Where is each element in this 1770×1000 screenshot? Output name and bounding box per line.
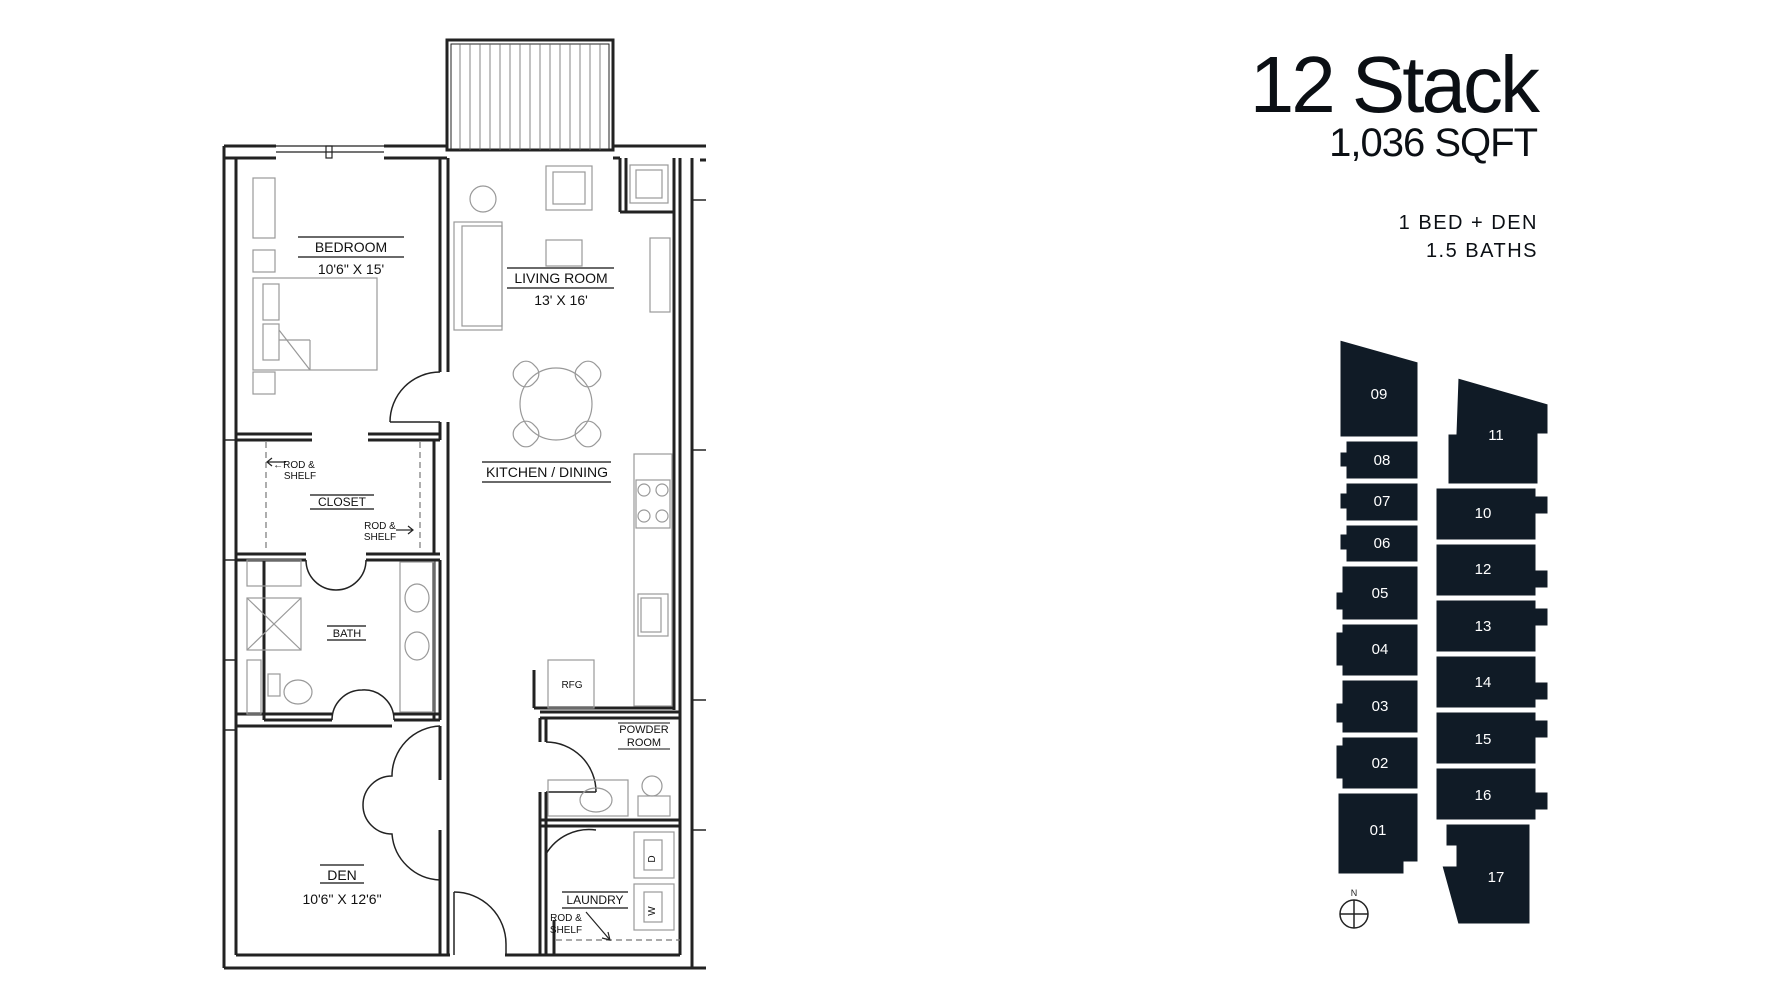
unit-01-block	[1337, 792, 1419, 875]
kitchen-dining-label: KITCHEN / DINING	[486, 464, 608, 480]
laundry-label: LAUNDRY	[566, 893, 623, 907]
furniture	[246, 164, 680, 941]
unit-label: 07	[1374, 493, 1391, 510]
unit-10-block	[1435, 487, 1549, 541]
unit-09-block	[1339, 339, 1419, 438]
rod-shelf-left-1: ←ROD &	[273, 460, 315, 471]
unit-label: 12	[1475, 561, 1492, 578]
rod-shelf-right-1: ROD &	[364, 521, 396, 532]
unit-08-block	[1339, 440, 1419, 480]
living-room-size: 13' X 16'	[534, 292, 588, 308]
balcony	[445, 38, 615, 152]
unit-03-block	[1335, 679, 1419, 734]
unit-17-block	[1441, 823, 1531, 925]
unit-label: 05	[1372, 585, 1389, 602]
stack-title: 12 Stack	[1249, 40, 1540, 129]
unit-06-block	[1339, 524, 1419, 563]
rod-shelf-right-2: SHELF	[364, 532, 396, 543]
closet-label: CLOSET	[318, 495, 367, 509]
unit-label: 16	[1475, 787, 1492, 804]
powder-room-label-2: ROOM	[627, 737, 661, 749]
refrigerator-label: RFG	[561, 680, 582, 691]
unit-05-block	[1335, 565, 1419, 621]
unit-02-block	[1335, 736, 1419, 790]
bedroom-label: BEDROOM	[315, 239, 387, 255]
unit-16-block	[1435, 767, 1549, 821]
bedroom-size: 10'6" X 15'	[318, 261, 384, 277]
washer-label: W	[647, 906, 658, 916]
unit-label: 08	[1374, 452, 1391, 469]
north-arrow-icon	[1339, 899, 1369, 929]
north-label: N	[1351, 888, 1358, 898]
unit-label: 02	[1372, 755, 1389, 772]
unit-12-block	[1435, 543, 1549, 597]
door-swings	[305, 371, 597, 955]
bath-count: 1.5 BATHS	[1425, 240, 1538, 262]
unit-label: 17	[1488, 869, 1505, 886]
unit-label: 03	[1372, 698, 1389, 715]
powder-room-label-1: POWDER	[619, 724, 669, 736]
floor-plan	[222, 38, 706, 970]
living-room-label: LIVING ROOM	[514, 270, 607, 286]
unit-14-block	[1435, 655, 1549, 709]
dryer-label: D	[647, 855, 658, 862]
bed-count: 1 BED + DEN	[1398, 212, 1538, 234]
square-footage: 1,036 SQFT	[1329, 121, 1538, 165]
key-plan: 09 08 07 06 05 04 03 02 01 11 10 12 13 1…	[1335, 339, 1549, 929]
den-label: DEN	[327, 867, 357, 883]
den-size: 10'6" X 12'6"	[302, 891, 381, 907]
unit-label: 14	[1475, 674, 1492, 691]
unit-07-block	[1339, 482, 1419, 522]
unit-label: 13	[1475, 618, 1492, 635]
unit-label: 10	[1475, 505, 1492, 522]
unit-label: 01	[1370, 822, 1387, 839]
unit-label: 11	[1488, 427, 1504, 444]
rod-shelf-left-2: SHELF	[284, 471, 316, 482]
room-labels: BEDROOM 10'6" X 15' LIVING ROOM 13' X 16…	[273, 236, 670, 936]
rod-shelf-laundry-2: SHELF	[550, 925, 582, 936]
unit-04-block	[1335, 623, 1419, 677]
unit-label: 15	[1475, 731, 1492, 748]
rod-shelf-laundry-1: ROD &	[550, 913, 582, 924]
unit-11-block	[1447, 377, 1549, 485]
unit-label: 09	[1371, 386, 1388, 403]
bath-label: BATH	[333, 628, 362, 640]
unit-15-block	[1435, 711, 1549, 765]
unit-label: 04	[1372, 641, 1389, 658]
unit-label: 06	[1374, 535, 1391, 552]
unit-13-block	[1435, 599, 1549, 653]
interior-walls	[236, 158, 682, 957]
